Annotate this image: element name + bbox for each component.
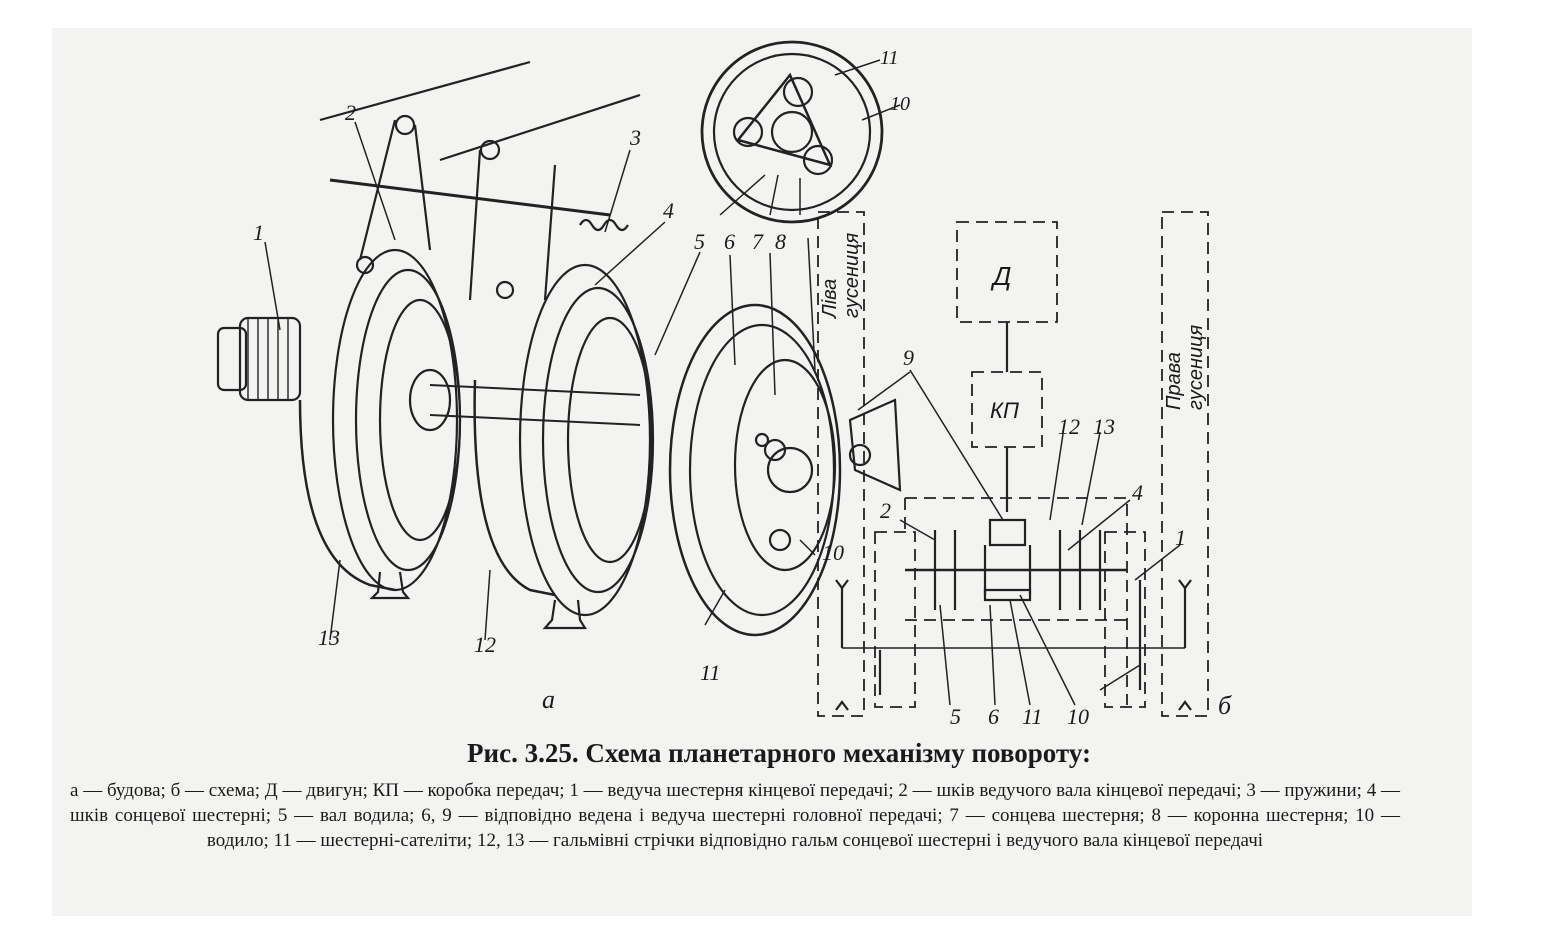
drum-4-inner <box>541 286 655 594</box>
inset-carrier <box>735 72 833 167</box>
engine-label: Д <box>990 261 1011 291</box>
label-a-inset-10: 10 <box>890 93 910 115</box>
label-a-7: 7 <box>752 229 764 254</box>
label-a-8: 8 <box>775 229 786 254</box>
leader-lines-a <box>264 59 901 641</box>
carrier-plate <box>733 358 837 572</box>
label-a-6: 6 <box>724 229 735 254</box>
schematic-dashed-boxes <box>817 211 1209 717</box>
inset-ring-gear-inner <box>712 52 872 212</box>
inset-satellite-2 <box>782 76 814 108</box>
label-b-6: 6 <box>988 704 999 729</box>
satellite-pin-2 <box>763 438 787 462</box>
label-b-4: 4 <box>1132 480 1143 505</box>
inset-sun-gear <box>770 110 814 154</box>
label-b-10: 10 <box>1067 704 1089 729</box>
gearbox-label: КП <box>990 398 1019 423</box>
control-rod-2 <box>439 93 641 162</box>
inset-satellite-3 <box>802 144 834 176</box>
part-b-label: б <box>1218 691 1232 720</box>
lever-arms <box>358 119 557 301</box>
drive-gear <box>238 316 302 402</box>
label-a-5: 5 <box>694 229 705 254</box>
drum-2-hub <box>378 298 462 542</box>
output-shaft-end <box>216 326 248 392</box>
foot-2 <box>542 599 587 630</box>
sun-gear-a <box>766 446 814 494</box>
label-a-4: 4 <box>663 198 674 223</box>
part-a-label: а <box>542 685 555 714</box>
label-b-13: 13 <box>1093 414 1115 439</box>
inset-ring-gear <box>700 40 884 224</box>
ring-gear-outer <box>668 303 842 637</box>
scanned-page <box>52 28 1472 916</box>
brake-band-13 <box>298 399 396 592</box>
figure-legend: а — будова; б — схема; Д — двигун; КП — … <box>70 780 1400 851</box>
lever-pivot-1 <box>394 114 416 136</box>
planetary-mechanism-figure: 1 2 3 4 5 6 7 8 9 10 11 10 11 12 13 а Д … <box>216 40 1232 729</box>
right-track-line2: гусениця <box>1185 324 1207 410</box>
label-a-12: 12 <box>474 632 496 657</box>
label-a-2: 2 <box>345 100 356 125</box>
satellite-pin-3 <box>754 432 770 448</box>
planetary-housing <box>904 497 1128 705</box>
left-final-drive-box <box>874 531 916 708</box>
drum-4-outer <box>518 263 652 617</box>
leader-lines-b <box>857 369 1181 706</box>
main-shaft-bottom <box>429 414 641 426</box>
foot-1 <box>369 571 411 600</box>
spring <box>579 218 629 232</box>
right-track-line1: Права <box>1163 352 1185 410</box>
track-arrows <box>835 579 1192 711</box>
left-track-line2: гусениця <box>841 232 863 318</box>
inset-satellite-1 <box>732 116 764 148</box>
main-shaft-top <box>429 384 641 396</box>
bevel-gear-9 <box>848 398 902 492</box>
label-a-9: 9 <box>903 345 914 370</box>
left-track-box <box>817 211 865 717</box>
label-b-12: 12 <box>1058 414 1080 439</box>
left-track-label: Ліва гусениця <box>819 232 863 320</box>
drum-2-center <box>408 368 452 432</box>
schematic-final-drives <box>840 580 1187 695</box>
right-track-label: Права гусениця <box>1163 324 1207 410</box>
right-track-box <box>1161 211 1209 717</box>
label-a-1: 1 <box>253 220 264 245</box>
bevel-gear-hub <box>848 443 872 467</box>
schematic-planetary <box>983 518 1032 602</box>
drum-4-hub <box>566 316 654 564</box>
control-rod-1 <box>319 60 531 122</box>
drive-gear-teeth <box>247 318 289 400</box>
drum-2-outer <box>331 248 459 592</box>
label-a-3: 3 <box>629 125 641 150</box>
label-a-11: 11 <box>700 660 720 685</box>
left-track-line1: Ліва <box>819 279 841 320</box>
label-a-10: 10 <box>822 540 844 565</box>
satellite-pin-1 <box>768 528 792 552</box>
label-b-2: 2 <box>880 498 891 523</box>
lever-pivot-4 <box>495 280 515 300</box>
brake-band-12 <box>473 379 556 597</box>
label-a-13: 13 <box>318 625 340 650</box>
lever-pivot-2 <box>479 139 501 161</box>
label-a-inset-11: 11 <box>880 47 899 69</box>
label-b-5: 5 <box>950 704 961 729</box>
schematic-gears <box>933 530 1102 610</box>
figure-title: Рис. 3.25. Схема планетарного механізму … <box>467 738 1091 768</box>
label-b-1: 1 <box>1175 525 1186 550</box>
label-b-11: 11 <box>1022 704 1042 729</box>
